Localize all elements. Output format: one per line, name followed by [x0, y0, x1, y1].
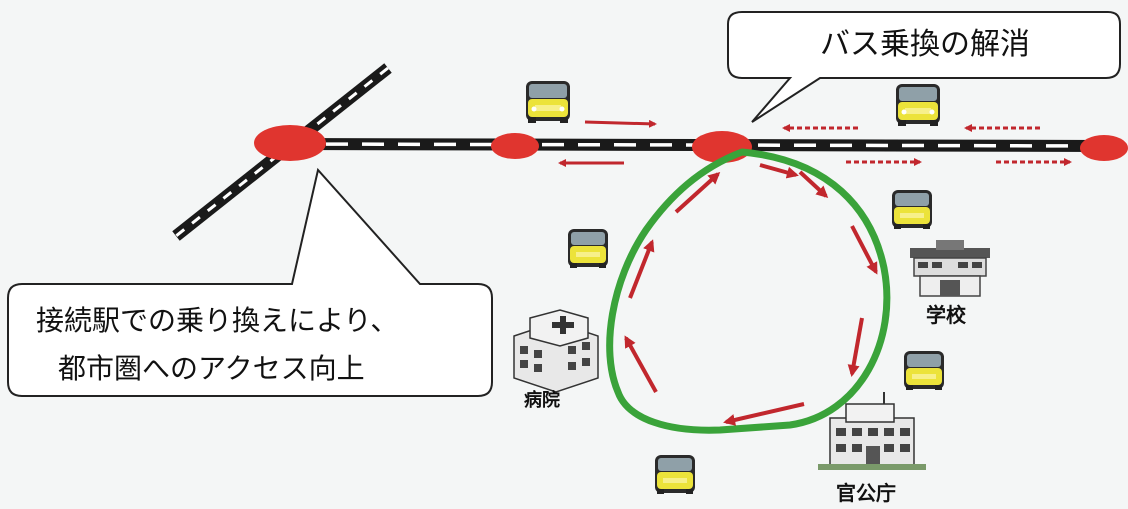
bottom-callout: 接続駅での乗り換えにより、 都市圏へのアクセス向上 [7, 167, 493, 397]
bus-icon [655, 455, 695, 494]
top-callout: バス乗換の解消 [727, 11, 1121, 123]
bottom-callout-line1: 接続駅での乗り換えにより、 [36, 304, 398, 337]
arrow-right-1 [584, 119, 657, 128]
bus-icon [526, 81, 570, 123]
top-callout-text: バス乗換の解消 [820, 27, 1030, 62]
bus-loop-route [606, 148, 891, 434]
station-middle [491, 133, 539, 159]
loop-arrows [624, 163, 878, 426]
bus-icon [896, 84, 940, 126]
bus-icon [892, 190, 932, 229]
station-end [1080, 135, 1128, 161]
station-junction [254, 125, 326, 161]
bus-icon [568, 229, 608, 268]
office-label: 官公庁 [836, 481, 896, 505]
hospital-building-icon [513, 309, 599, 393]
hospital-label: 病院 [524, 389, 560, 411]
rail-arrows [558, 119, 1072, 167]
school-label: 学校 [926, 303, 967, 327]
school-building-icon [910, 240, 990, 297]
bus-icon [904, 351, 944, 390]
bottom-callout-line2: 都市圏へのアクセス向上 [58, 352, 365, 385]
government-office-icon [818, 392, 926, 470]
